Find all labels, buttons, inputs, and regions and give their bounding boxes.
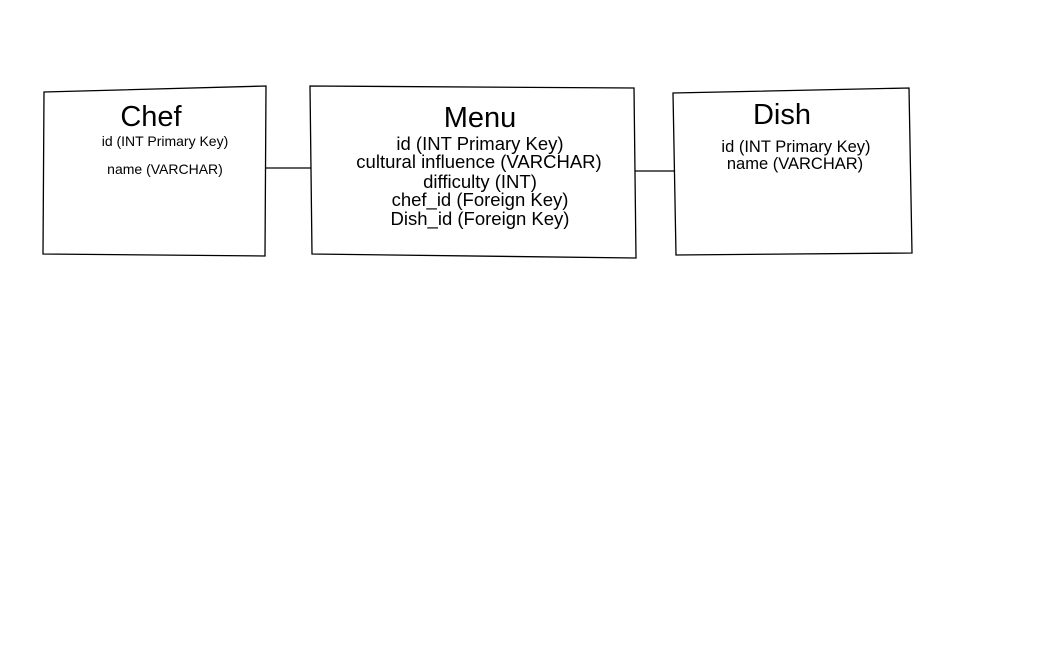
entity-dish[interactable]: Dish id (INT Primary Key) name (VARCHAR) bbox=[672, 87, 913, 256]
entity-chef[interactable]: Chef id (INT Primary Key) name (VARCHAR) bbox=[42, 85, 267, 257]
entity-menu-field: chef_id (Foreign Key) bbox=[392, 189, 569, 211]
entity-menu-title: Menu bbox=[444, 102, 517, 134]
entity-menu-field: cultural influence (VARCHAR) bbox=[356, 151, 601, 172]
entity-menu-field: id (INT Primary Key) bbox=[396, 133, 563, 154]
entity-menu[interactable]: Menu id (INT Primary Key) cultural influ… bbox=[309, 85, 637, 259]
entity-menu-field: difficulty (INT) bbox=[423, 171, 537, 192]
entity-chef-field: name (VARCHAR) bbox=[107, 161, 223, 177]
entity-dish-box bbox=[672, 87, 913, 256]
entity-dish-field: id (INT Primary Key) bbox=[721, 138, 870, 156]
entity-chef-box bbox=[42, 85, 267, 257]
entity-chef-field: id (INT Primary Key) bbox=[102, 133, 229, 149]
entity-menu-field: Dish_id (Foreign Key) bbox=[391, 208, 570, 230]
entity-dish-title: Dish bbox=[753, 99, 811, 131]
entity-chef-title: Chef bbox=[120, 101, 182, 133]
entity-menu-box bbox=[309, 85, 637, 259]
entity-dish-field: name (VARCHAR) bbox=[727, 155, 863, 173]
